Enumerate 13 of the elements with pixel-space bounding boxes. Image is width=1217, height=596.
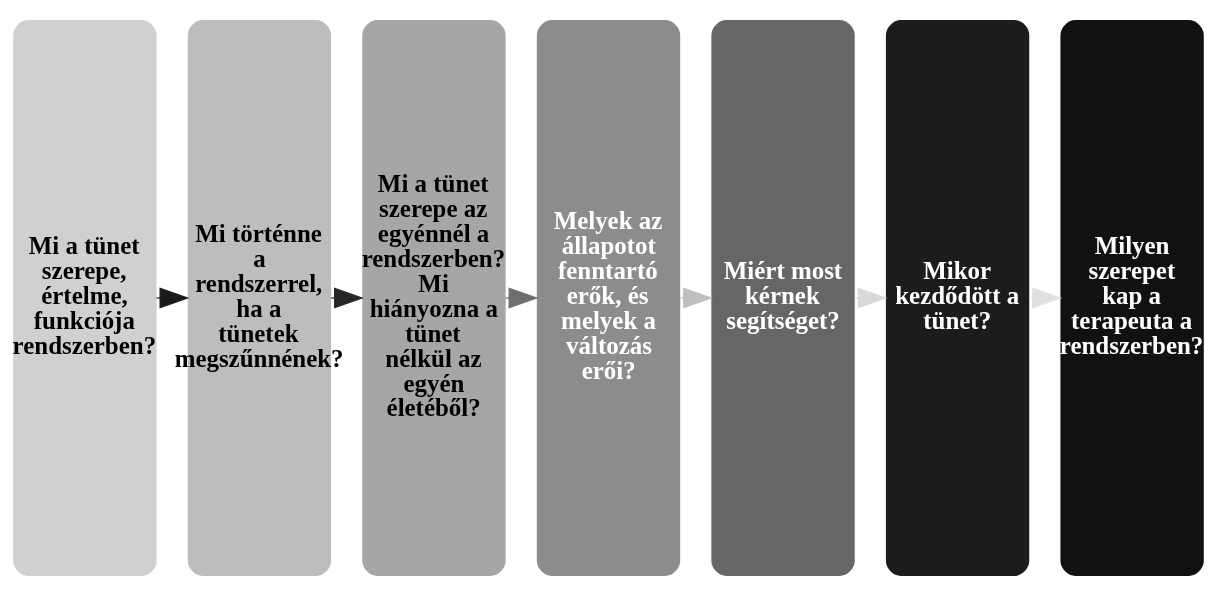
arrow xyxy=(1028,287,1063,309)
arrow xyxy=(679,287,714,309)
node-box: Miért most kérnek segítséget? xyxy=(711,20,855,576)
node-label: megszűnnének? xyxy=(174,344,344,372)
node-box: Mi a tünet szerepe, értelme, funkciója rendszerben? xyxy=(13,20,157,576)
node-box: Milyen szerepet kap a terapeuta a rendszerben? xyxy=(1060,20,1204,576)
arrow xyxy=(854,287,888,309)
node-box: Melyek az állapotot fenntartó erők, és melyek a változás erői? xyxy=(536,20,681,576)
arrow xyxy=(505,287,539,309)
arrow xyxy=(330,287,364,309)
arrow xyxy=(156,287,190,309)
node-box: Mikor kezdődött a tünet? xyxy=(885,20,1030,576)
node-box: Mi a tünet szerepe az egyénnél a rendszerben? Mi hiányozna a tünet nélkül az egyén életéből? xyxy=(362,20,506,576)
